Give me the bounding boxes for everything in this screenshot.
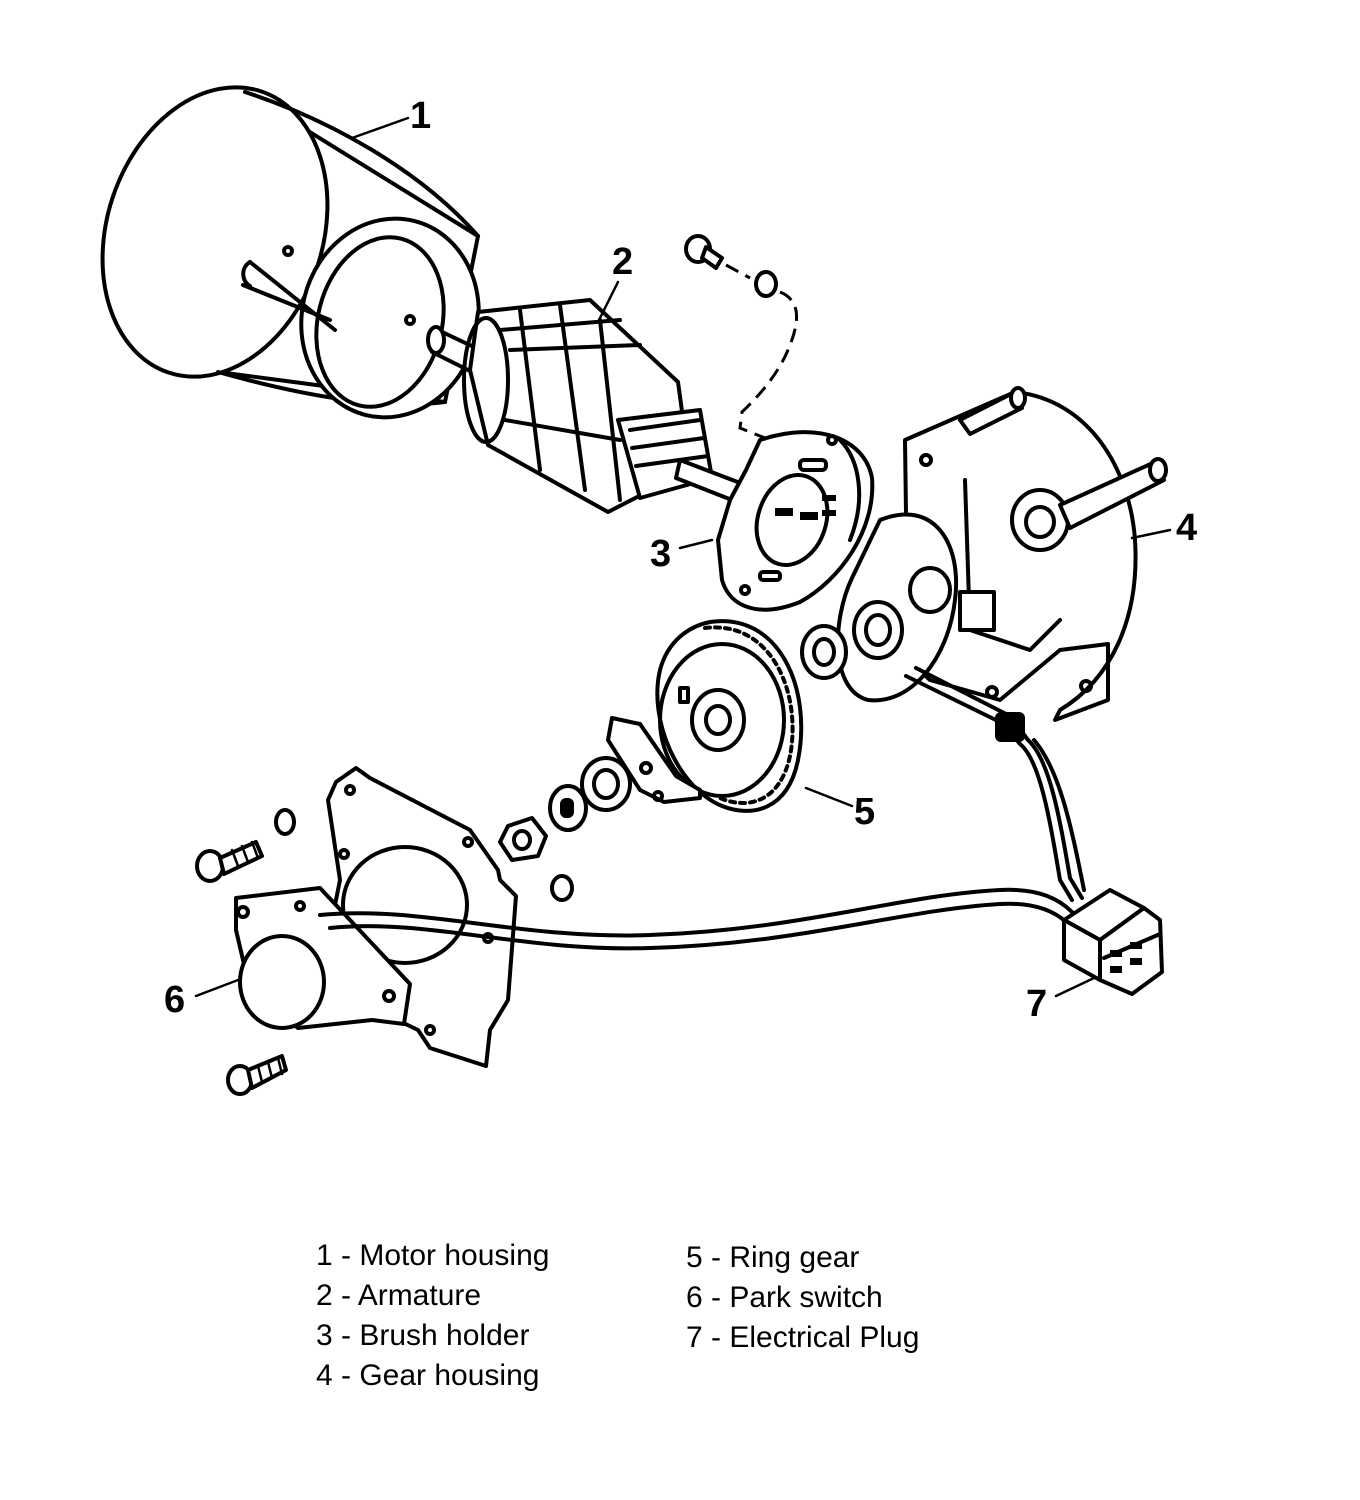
callout-4: 4 [1176, 507, 1197, 549]
brush-holder-part [716, 430, 875, 612]
leader-lines [194, 116, 1172, 998]
ring-gear-part [498, 619, 804, 902]
callout-7: 7 [1026, 983, 1047, 1025]
callout-3: 3 [650, 533, 671, 575]
wiring-harness [318, 666, 1086, 951]
electrical-plug-part [1062, 888, 1164, 996]
legend-item-gear-housing: 4 - Gear housing [316, 1359, 540, 1392]
legend-item-ring-gear: 5 - Ring gear [686, 1241, 860, 1274]
callout-1: 1 [410, 95, 431, 137]
legend-column-left: 1 - Motor housing 2 - Armature 3 - Brush… [316, 1236, 686, 1396]
legend-item-motor-housing: 1 - Motor housing [316, 1239, 550, 1272]
legend-item-brush-holder: 3 - Brush holder [316, 1319, 530, 1352]
callout-2: 2 [612, 241, 633, 283]
motor-housing-part [100, 85, 481, 420]
armature-part [426, 298, 750, 514]
legend-column-right: 5 - Ring gear 6 - Park switch 7 - Electr… [686, 1236, 1006, 1396]
parts-legend: 1 - Motor housing 2 - Armature 3 - Brush… [316, 1236, 1006, 1396]
legend-item-armature: 2 - Armature [316, 1279, 482, 1312]
callout-5: 5 [854, 791, 875, 833]
park-switch-part [195, 766, 518, 1096]
gear-housing-part [800, 386, 1168, 722]
callout-6: 6 [164, 979, 185, 1021]
legend-item-electrical-plug: 7 - Electrical Plug [686, 1321, 920, 1354]
legend-item-park-switch: 6 - Park switch [686, 1281, 883, 1314]
brush-screw-hardware [684, 234, 799, 442]
